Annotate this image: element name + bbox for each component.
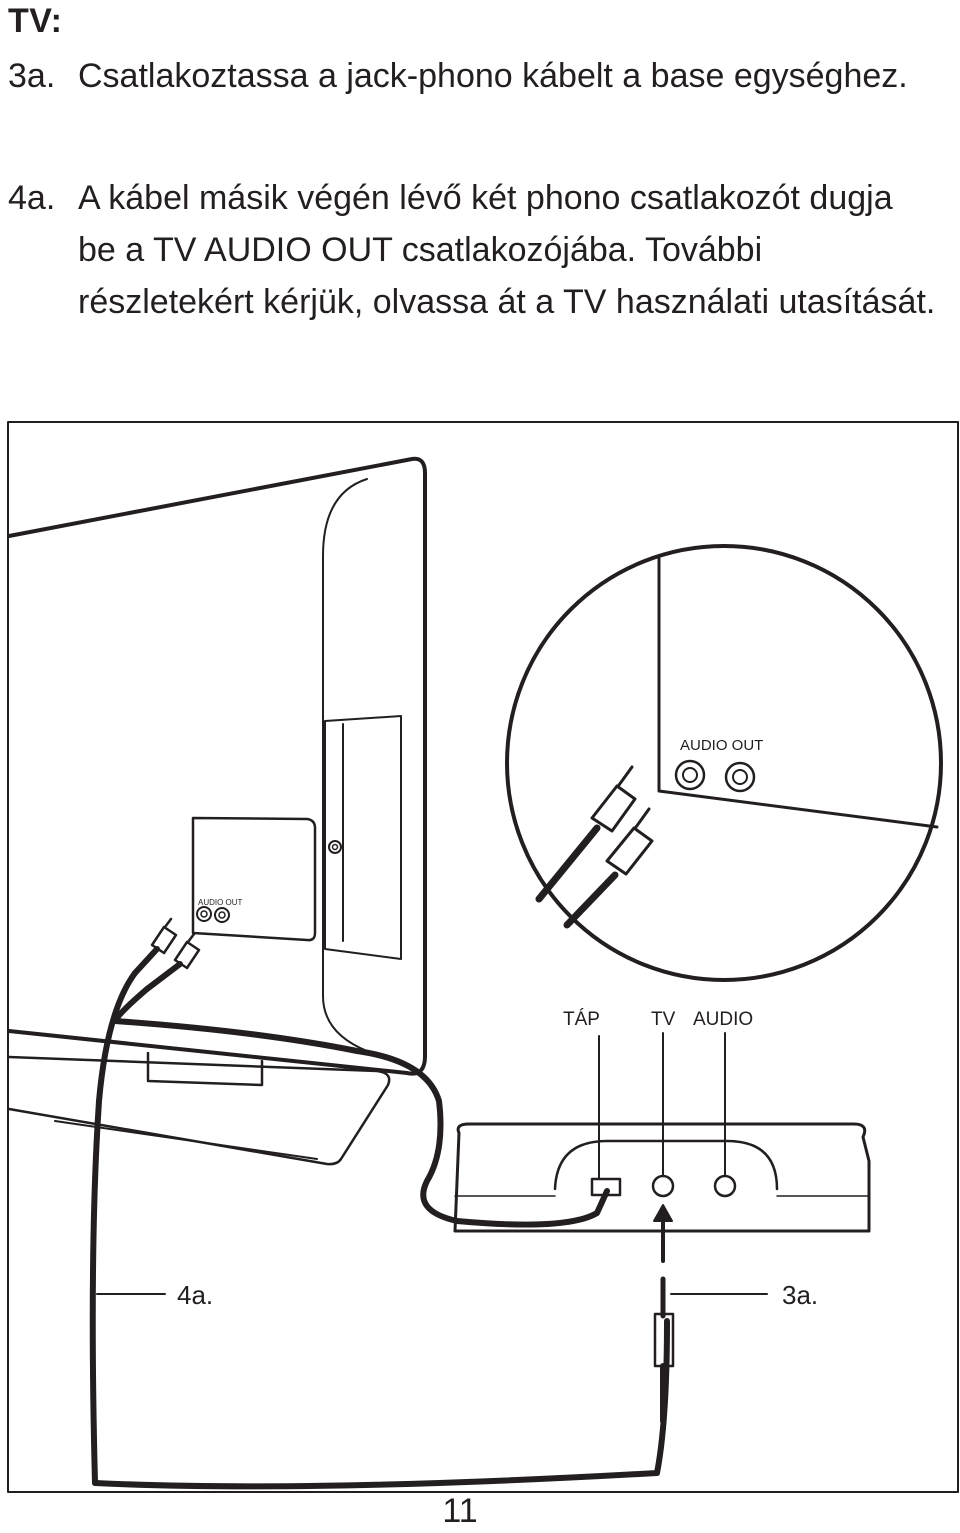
step-number: 3a. bbox=[8, 57, 56, 95]
callout-4a: 4a. bbox=[177, 1280, 213, 1310]
callout-3a: 3a. bbox=[782, 1280, 818, 1310]
tv-back-illustration: AUDIO OUT bbox=[7, 456, 427, 1076]
figure-frame bbox=[7, 421, 959, 1493]
step-text: Csatlakoztassa a jack-phono kábelt a bas… bbox=[78, 57, 908, 95]
section-heading: TV: bbox=[8, 2, 63, 40]
tv-port-label: TV bbox=[651, 1009, 676, 1030]
step-text: A kábel másik végén lévő két phono csatl… bbox=[78, 179, 936, 321]
tv-audio-out-label: AUDIO OUT bbox=[198, 898, 243, 907]
zoom-audio-out-label: AUDIO OUT bbox=[680, 737, 763, 754]
step-number: 4a. bbox=[8, 179, 56, 217]
audio-port-label: AUDIO bbox=[693, 1009, 753, 1030]
tv-rca-plugs bbox=[132, 917, 201, 992]
power-port-label: TÁP bbox=[563, 1009, 600, 1030]
step-callouts: 4a. 3a. bbox=[96, 1280, 818, 1310]
base-unit-illustration: TÁP TV AUDIO bbox=[453, 1009, 871, 1233]
page-number: 11 bbox=[442, 1492, 478, 1530]
connection-illustration: AUDIO OUT bbox=[7, 421, 959, 1493]
zoom-inset: AUDIO OUT bbox=[505, 544, 943, 982]
tv-stand-illustration bbox=[7, 1051, 391, 1166]
jack-plug-illustration bbox=[653, 1204, 675, 1424]
